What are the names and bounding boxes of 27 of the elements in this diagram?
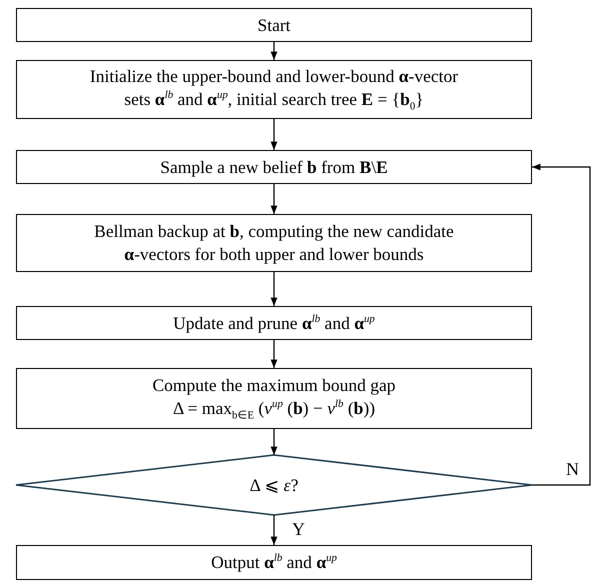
arrow — [270, 429, 278, 455]
step-text: Output α$^{lb}$ and α$^{up}$ — [211, 551, 337, 574]
process-box — [16, 8, 532, 42]
process-box — [16, 60, 532, 119]
process-box — [16, 545, 532, 580]
step-text: Δ = max$_{b∈E}$ (v$^{up}$ (b) − v$^{lb}$ (b)) — [172, 397, 376, 423]
edge-label: N — [566, 460, 579, 478]
edge-label: Y — [292, 520, 305, 538]
arrow — [270, 515, 278, 545]
arrow — [532, 164, 591, 486]
process-box — [16, 306, 532, 340]
step-text: Compute the maximum bound gap — [152, 374, 396, 398]
arrow — [270, 184, 278, 214]
decision-text: Δ ⩽ ε? — [250, 474, 298, 496]
process-box — [16, 150, 532, 184]
process-box — [16, 368, 532, 429]
step-text: Sample a new belief b from B\E — [160, 156, 388, 178]
process-box — [16, 214, 532, 272]
arrow — [270, 42, 278, 60]
arrow — [270, 340, 278, 368]
decision-diamond — [15, 454, 533, 516]
step-text: Bellman backup at b, computing the new candidate α-vectors for both upper and lower bounds — [93, 220, 455, 266]
step-text: Initialize the upper-bound and lower-bound α-vector sets α$^{lb}$ and α$^{up}$, initial search tree E = {b$_{0}$} — [88, 65, 460, 114]
arrow — [270, 272, 278, 306]
arrow — [270, 119, 278, 150]
step-text: Start — [257, 14, 291, 36]
step-text: Update and prune α$^{lb}$ and α$^{up}$ — [173, 312, 375, 334]
